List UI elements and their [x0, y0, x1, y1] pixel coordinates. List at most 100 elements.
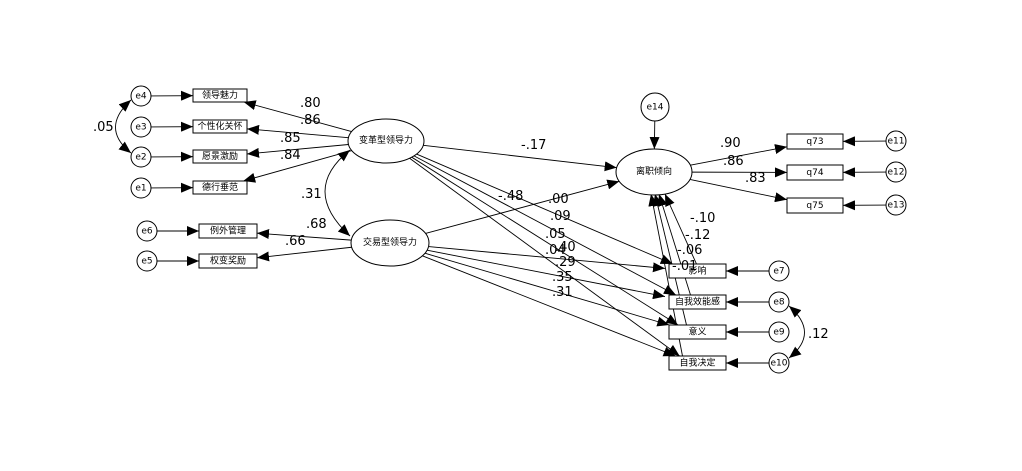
covariance-e8-e10 — [788, 305, 805, 359]
path-L1-o1 — [243, 100, 352, 133]
node-label-e14: e14 — [647, 103, 664, 113]
node-label-o3: 愿景激励 — [202, 150, 238, 162]
observed-variable-o2 — [192, 119, 248, 134]
coefficient-o6: .66 — [285, 234, 306, 249]
paths-layer — [150, 90, 887, 368]
node-label-e9: e9 — [773, 328, 785, 338]
path-L2-o6 — [256, 246, 352, 262]
coefficient-e8e10: .12 — [808, 327, 829, 342]
coefficient-o9L3: -.06 — [677, 243, 702, 258]
coefficient-o2: .86 — [300, 113, 321, 128]
observed-variable-o3 — [192, 149, 248, 164]
path-L2-L3 — [425, 179, 620, 234]
node-label-o11: q73 — [806, 137, 823, 147]
node-label-e6: e6 — [141, 227, 153, 237]
node-label-e10: e10 — [771, 359, 788, 369]
observed-variable-o8 — [668, 294, 727, 310]
coefficient-L2L3: .00 — [548, 192, 569, 207]
observed-variable-o1 — [192, 88, 248, 103]
path-L2-o10 — [422, 255, 676, 357]
path-L1-o3 — [246, 144, 349, 158]
coefficient-L1L3: -.17 — [521, 138, 546, 153]
node-label-o10: 自我决定 — [679, 357, 715, 369]
coefficient-L1o9: .05 — [545, 227, 566, 242]
coefficient-L2o10: .31 — [552, 285, 573, 300]
path-L1-L3 — [423, 144, 617, 172]
node-label-o2: 个性化关怀 — [197, 120, 242, 132]
coefficients-layer: .80.86.85.84.05.31.68.66-.17.00-.48.09.0… — [93, 96, 829, 342]
node-label-e8: e8 — [773, 298, 785, 308]
node-label-L1: 变革型领导力 — [359, 134, 413, 146]
coefficient-o12: .86 — [723, 154, 744, 169]
latent-variable-L1 — [347, 118, 425, 164]
path-L1-o9 — [411, 156, 679, 326]
latent-variable-L2 — [350, 219, 430, 267]
path-L1-o4 — [243, 150, 352, 183]
coefficient-L1o7: -.48 — [498, 189, 523, 204]
observed-variable-o9 — [668, 324, 727, 340]
path-L2-o9 — [424, 252, 670, 327]
path-L2-o8 — [426, 249, 666, 300]
node-label-e12: e12 — [888, 168, 905, 178]
coefficient-e2e4: .05 — [93, 120, 114, 135]
node-label-o7: 影响 — [688, 265, 706, 277]
error-term-e6 — [136, 220, 158, 242]
node-label-e2: e2 — [135, 153, 146, 163]
path-o7-L3 — [664, 193, 697, 265]
node-label-o12: q74 — [806, 168, 823, 178]
coefficient-o13: .83 — [745, 171, 766, 186]
node-label-e5: e5 — [141, 257, 152, 267]
node-label-o13: q75 — [806, 201, 823, 211]
covariance-e2-e4 — [115, 99, 132, 154]
error-term-e8 — [768, 291, 790, 313]
observed-variable-o13 — [786, 197, 844, 214]
node-label-o1: 领导魅力 — [202, 89, 238, 101]
coefficient-o1: .80 — [300, 96, 321, 111]
error-term-e7 — [768, 260, 790, 282]
covariance-L1-L2 — [324, 149, 351, 237]
node-label-o6: 权变奖励 — [210, 255, 246, 267]
error-term-e10 — [768, 352, 790, 374]
observed-variable-o12 — [786, 164, 844, 181]
path-L3-o11 — [690, 144, 788, 166]
node-label-e13: e13 — [888, 201, 905, 211]
coefficient-o11: .90 — [720, 136, 741, 151]
coefficient-o5: .68 — [306, 217, 327, 232]
node-label-o5: 例外管理 — [210, 225, 246, 237]
coefficient-o3: .85 — [280, 131, 301, 146]
node-label-L2: 交易型领导力 — [363, 236, 417, 248]
node-label-e1: e1 — [135, 184, 146, 194]
coefficient-L2o8: .29 — [555, 255, 576, 270]
path-L1-o2 — [246, 124, 349, 139]
error-term-e9 — [768, 321, 790, 343]
observed-variable-o7 — [668, 263, 727, 279]
error-term-e5 — [136, 250, 158, 272]
path-L2-o5 — [256, 229, 352, 241]
observed-variable-o4 — [192, 180, 248, 195]
node-label-o8: 自我效能感 — [675, 296, 720, 308]
path-L2-o7 — [428, 246, 666, 273]
observed-variable-o10 — [668, 355, 727, 371]
covariances-layer — [115, 99, 805, 359]
coefficient-L2o7: .04 — [545, 243, 566, 258]
path-L3-o13 — [689, 179, 788, 203]
coefficient-o4: .84 — [280, 148, 301, 163]
coefficient-o8L3: -.12 — [685, 228, 710, 243]
node-label-o9: 意义 — [688, 326, 706, 338]
error-term-e12 — [885, 161, 907, 183]
observed-variable-o11 — [786, 133, 844, 150]
observed-variable-o6 — [198, 253, 258, 269]
node-label-o4: 德行垂范 — [202, 181, 238, 193]
node-label-L3: 离职倾向 — [636, 165, 672, 177]
path-L1-o7 — [416, 153, 673, 265]
error-term-e3 — [130, 116, 152, 138]
coefficient-L1o10: .40 — [555, 240, 576, 255]
observed-variable-o5 — [198, 223, 258, 239]
coefficient-L1L2: .31 — [301, 187, 322, 202]
error-term-e4 — [130, 85, 152, 107]
node-label-e11: e11 — [888, 137, 905, 147]
error-term-e11 — [885, 130, 907, 152]
error-term-e13 — [885, 194, 907, 216]
